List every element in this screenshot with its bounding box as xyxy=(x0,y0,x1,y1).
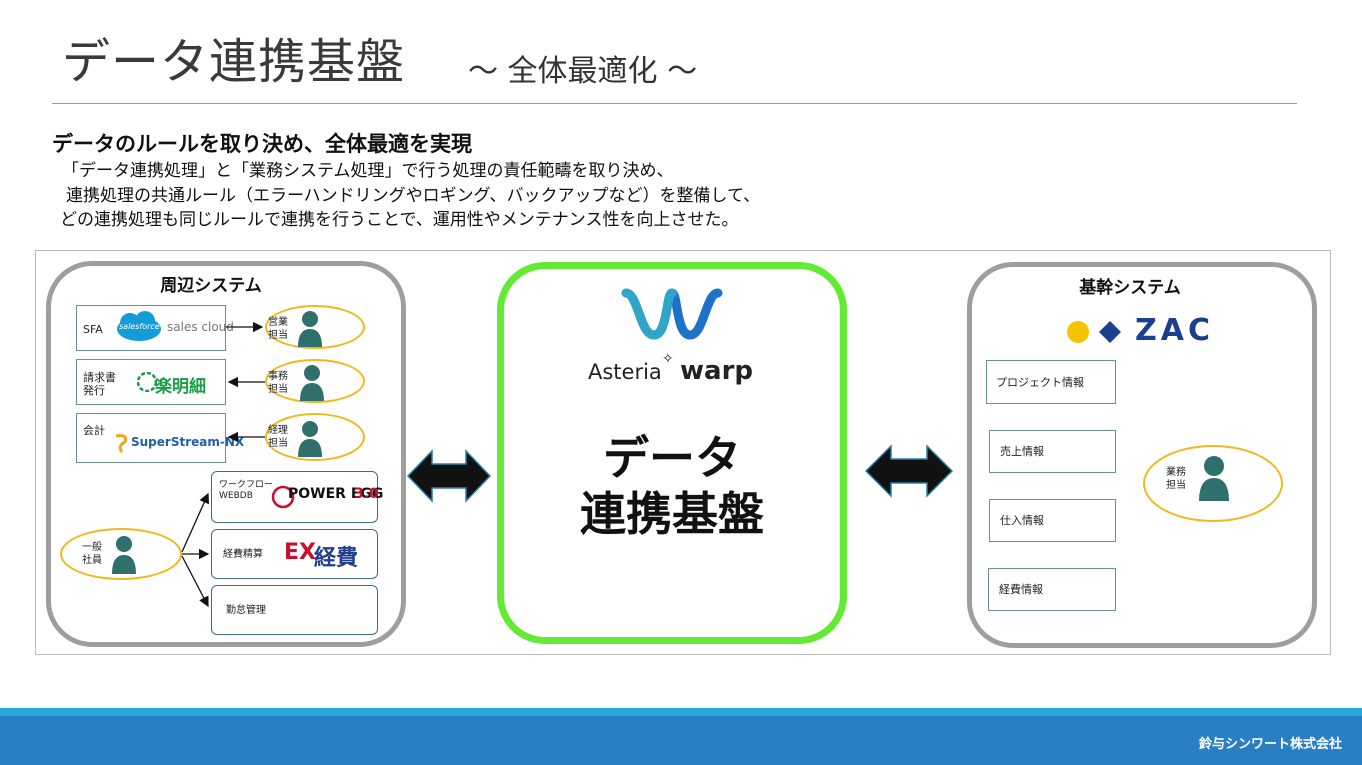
ex-logo-text: EX xyxy=(284,540,316,565)
peripheral-systems-title: 周辺システム xyxy=(160,276,262,296)
clerical-actor-ellipse xyxy=(265,359,365,403)
rakumeisai-logo-text: 楽明細 xyxy=(155,377,206,397)
salesforce-cloud-icon xyxy=(117,311,161,341)
accounting-system-box: 会計 SuperStream-NX xyxy=(76,413,244,463)
sales-actor-label: 営業担当 xyxy=(268,317,288,341)
invoice-label: 請求書 発行 xyxy=(83,371,116,397)
sales-actor-ellipse xyxy=(265,305,365,349)
title-divider xyxy=(52,103,1297,104)
diagram-frame xyxy=(35,250,1331,655)
project-info-box: プロジェクト情報 xyxy=(986,360,1116,404)
general-employee-label: 一般社員 xyxy=(82,542,102,566)
asteria-star-icon: ✧ xyxy=(662,351,674,367)
body-line-3: どの連携処理も同じルールで連携を行うことで、運用性やメンテナンス性を向上させた。 xyxy=(60,210,739,230)
sales-person-icon xyxy=(298,311,322,347)
footer-bar xyxy=(0,716,1362,765)
expense-label: 経費精算 xyxy=(223,549,263,560)
asteria-text: Asteria xyxy=(588,360,662,384)
general-employee-person-icon xyxy=(112,536,136,574)
rakumeisai-icon xyxy=(137,372,157,392)
page-title: データ連携基盤 xyxy=(62,34,406,90)
body-line-1: 「データ連携処理」と「業務システム処理」で行う処理の責任範疇を取り決め、 xyxy=(62,161,674,181)
project-info-label: プロジェクト情報 xyxy=(996,376,1084,389)
business-person-icon xyxy=(1199,456,1229,501)
warp-text: warp xyxy=(680,356,753,386)
asteria-warp-logo-icon xyxy=(621,288,723,340)
superstream-logo-text: SuperStream-NX xyxy=(131,435,245,449)
core-systems-title: 基幹システム xyxy=(1079,278,1181,298)
superstream-icon xyxy=(115,434,128,453)
attendance-label: 勤怠管理 xyxy=(226,605,266,616)
accounting-person-icon xyxy=(298,421,322,457)
sales-cloud-text: sales cloud xyxy=(167,320,234,334)
workflow-app-box: ワークフロー WEBDB POWER EGG 3.0 xyxy=(211,471,383,523)
purchase-info-box: 仕入情報 xyxy=(989,499,1116,542)
sales-info-box: 売上情報 xyxy=(989,430,1116,473)
footer-accent-bar xyxy=(0,708,1362,716)
expense-info-label: 経費情報 xyxy=(999,583,1043,596)
power-egg-version: 3.0 xyxy=(354,486,379,502)
sfa-system-box: SFA salesforce sales cloud xyxy=(76,305,234,351)
power-egg-logo-text: POWER EGG xyxy=(288,486,384,502)
body-line-2: 連携処理の共通ルール（エラーハンドリングやロギング、バックアップなど）を整備して… xyxy=(66,186,761,206)
accounting-actor-label: 経理担当 xyxy=(268,425,288,449)
business-actor-label: 業務担当 xyxy=(1166,467,1186,491)
attendance-app-box: 勤怠管理 xyxy=(211,585,378,635)
purchase-info-label: 仕入情報 xyxy=(1000,514,1044,527)
expense-app-box: 経費精算 EX 経費 xyxy=(211,529,378,579)
salesforce-logo-text: salesforce xyxy=(119,322,160,331)
keihi-logo-text: 経費 xyxy=(314,546,359,571)
right-double-arrow-icon xyxy=(864,444,954,498)
sales-info-label: 売上情報 xyxy=(1000,445,1044,458)
clerical-person-icon xyxy=(300,365,324,401)
workflow-label: ワークフロー WEBDB xyxy=(219,480,274,501)
accounting-label: 会計 xyxy=(83,424,105,437)
general-employee-ellipse xyxy=(60,528,182,580)
company-name: 鈴与シンワート株式会社 xyxy=(1198,737,1342,752)
page-subtitle: ～ 全体最適化 ～ xyxy=(468,54,698,89)
sfa-label: SFA xyxy=(83,323,103,336)
zac-logo-text: ZAC xyxy=(1135,313,1214,348)
clerical-actor-label: 事務担当 xyxy=(268,371,288,395)
accounting-actor-ellipse xyxy=(265,413,365,461)
invoice-system-box: 請求書 発行 楽明細 xyxy=(76,359,226,405)
expense-info-box: 経費情報 xyxy=(988,568,1116,611)
left-double-arrow-icon xyxy=(406,449,492,503)
power-egg-icon xyxy=(271,485,295,509)
data-integration-platform xyxy=(497,262,847,644)
headline: データのルールを取り決め、全体最適を実現 xyxy=(52,132,472,156)
center-title: データ 連携基盤 xyxy=(580,431,764,541)
zac-logo-icon xyxy=(1067,321,1121,343)
